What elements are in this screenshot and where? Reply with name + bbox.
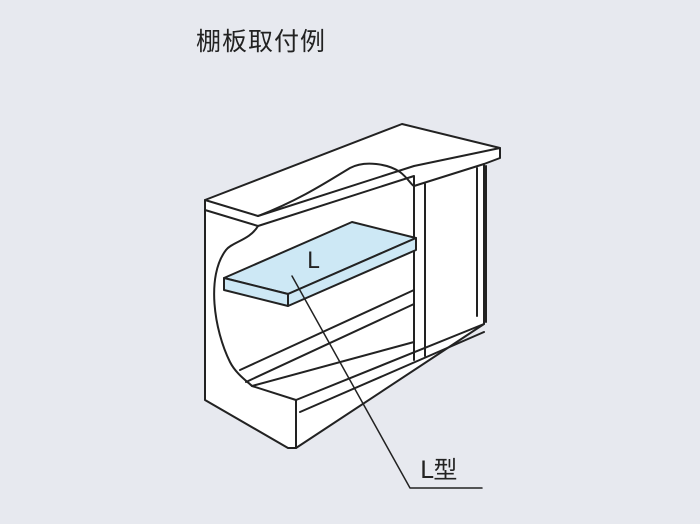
cabinet-floor bbox=[251, 323, 485, 449]
callout-label: L型 bbox=[420, 456, 457, 484]
diagram-title: 棚板取付例 bbox=[196, 27, 327, 56]
shelf-label: L bbox=[307, 249, 320, 274]
shelf-board-side bbox=[287, 237, 417, 307]
cabinet-top-edge bbox=[204, 147, 501, 217]
leader-line bbox=[291, 275, 483, 489]
cabinet-inner-opening bbox=[213, 225, 259, 387]
cabinet-cut-curve bbox=[257, 162, 415, 217]
cabinet-top-thickness bbox=[204, 163, 485, 227]
cabinet-right-panel bbox=[413, 165, 487, 361]
